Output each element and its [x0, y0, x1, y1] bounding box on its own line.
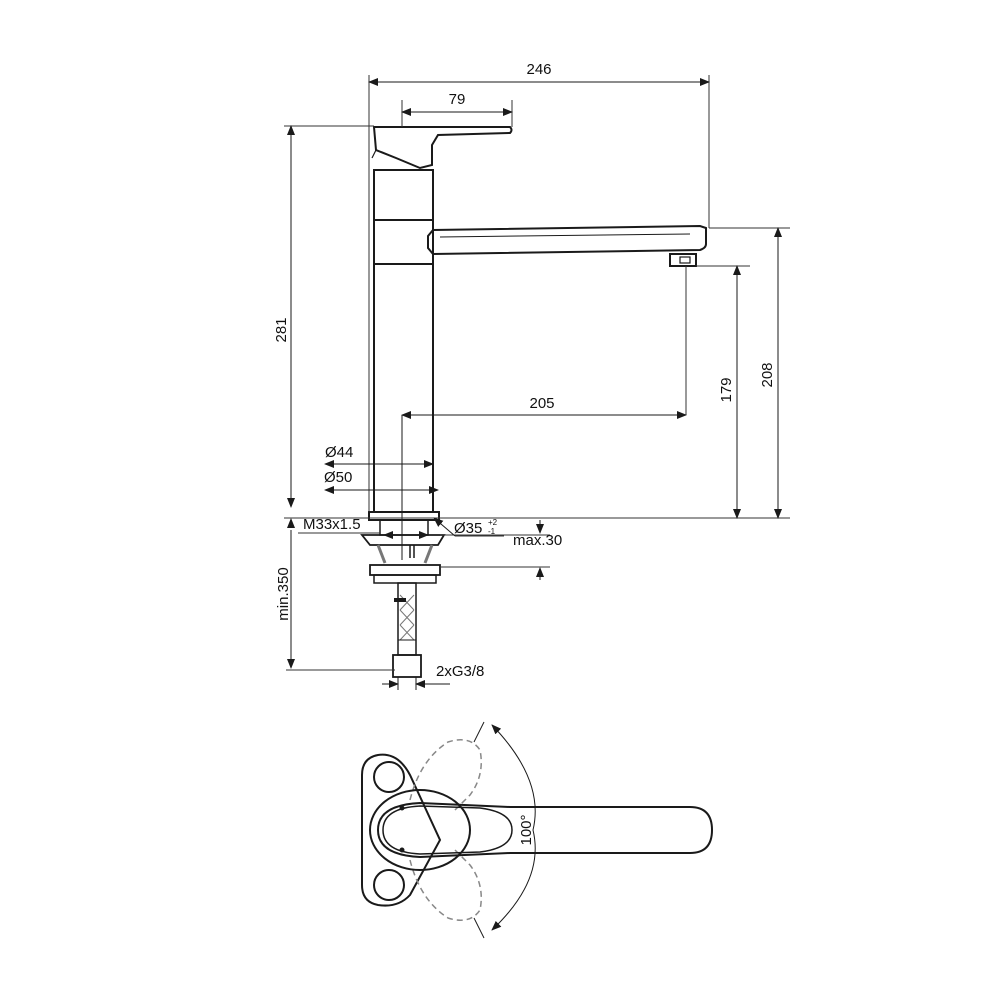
- dim-max-deck: max.30: [513, 532, 562, 549]
- supply-hose: [397, 582, 417, 656]
- dim-overall-width: 246: [526, 61, 551, 78]
- dim-hole-tol-plus: +2: [488, 518, 498, 527]
- lever-handle: [372, 126, 513, 170]
- dim-spout-height: 208: [759, 362, 776, 387]
- mounting-plate: [361, 753, 442, 907]
- mounting-hole-bottom: [373, 869, 405, 901]
- dim-min-hose: min.350: [275, 567, 292, 620]
- dim-body-diameter-upper: Ø44: [325, 444, 353, 461]
- lever-top-view: [376, 801, 714, 859]
- extension-lines: [284, 75, 790, 671]
- dimension-lines: [287, 78, 782, 690]
- hose-fitting: [392, 654, 422, 678]
- base-flange: [368, 511, 440, 521]
- faucet-side-view: [360, 126, 707, 678]
- dim-thread: M33x1.5: [303, 516, 361, 533]
- faucet-top-view: [361, 721, 714, 939]
- lever-alt-position-bottom: [409, 849, 482, 921]
- handle-base: [373, 169, 434, 221]
- dim-rotation-angle: 100°: [518, 814, 535, 845]
- dim-hole-tol-minus: -1: [488, 527, 496, 536]
- dim-body-diameter-base: Ø50: [324, 469, 352, 486]
- dim-outlet-height: 179: [718, 377, 735, 402]
- aerator: [669, 253, 697, 267]
- spout: [427, 224, 707, 256]
- mounting-nut: [369, 564, 441, 576]
- dim-lever-length: 79: [449, 91, 466, 108]
- dim-connections: 2xG3/8: [436, 663, 484, 680]
- dim-spout-reach: 205: [529, 395, 554, 412]
- lever-alt-position-top: [409, 739, 482, 811]
- dim-overall-height: 281: [273, 317, 290, 342]
- mounting-hole-top: [373, 761, 405, 793]
- dim-hole-diameter: Ø35: [454, 520, 482, 537]
- rotation-arc: [491, 724, 536, 931]
